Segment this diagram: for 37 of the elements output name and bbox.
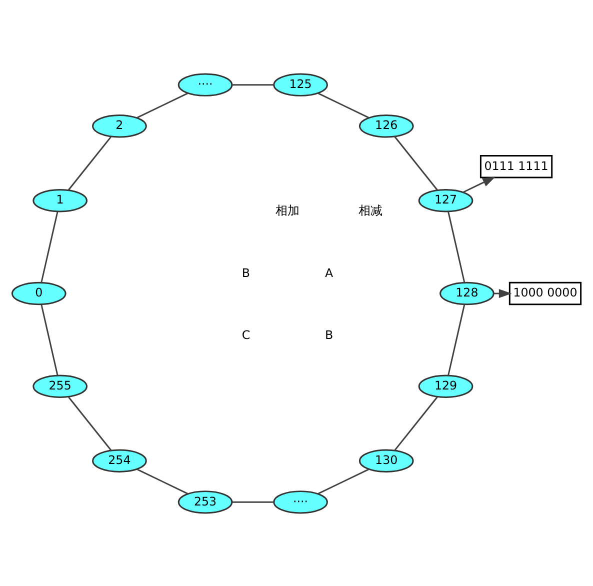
label: 相减 [358, 203, 383, 218]
label: B [324, 328, 334, 342]
connector [40, 304, 58, 376]
connector [318, 92, 370, 118]
label: 相加 [276, 203, 300, 218]
connector [136, 468, 188, 494]
node-ellipse: 129 [418, 374, 474, 398]
node-ellipse: 127 [418, 188, 474, 212]
connector [232, 84, 274, 86]
connector [68, 136, 112, 190]
node-ellipse: 253 [178, 490, 233, 514]
node-box: 1000 0000 [508, 281, 582, 305]
node-ellipse: 255 [32, 374, 88, 398]
connector [394, 136, 438, 190]
node-ellipse: 130 [358, 448, 414, 472]
node-box: 0111 1111 [480, 154, 553, 178]
label: C [242, 328, 250, 342]
connector [40, 210, 58, 282]
node-ellipse: 125 [273, 72, 328, 96]
node-ellipse: ···· [178, 72, 233, 96]
arrow [462, 176, 496, 192]
connector [318, 468, 370, 494]
connector [448, 304, 466, 376]
node-ellipse: 1 [32, 188, 88, 212]
node-ellipse: 0 [11, 281, 66, 305]
connector [232, 500, 274, 502]
node-ellipse: 128 [440, 281, 494, 305]
node-ellipse: 254 [92, 448, 147, 472]
label: B [242, 265, 250, 280]
node-ellipse: ···· [273, 490, 328, 514]
connector [136, 92, 188, 118]
node-ellipse: 2 [92, 114, 147, 138]
connector [68, 396, 112, 450]
connector [394, 396, 438, 450]
connector [448, 210, 466, 282]
node-ellipse: 126 [358, 114, 414, 138]
label: A [324, 265, 334, 280]
